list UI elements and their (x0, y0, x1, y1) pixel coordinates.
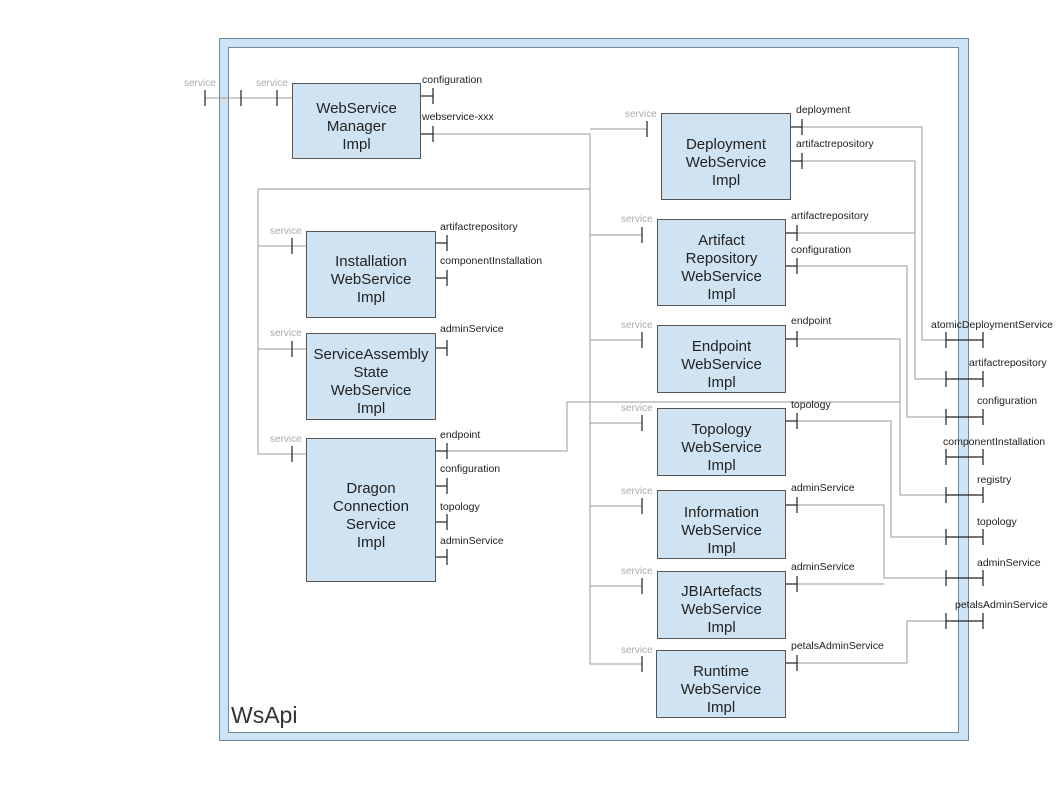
external-reference-label: configuration (977, 395, 1037, 407)
component-dragon-connection-label-line: Dragon (346, 480, 395, 497)
reference-label-dragon-connection: configuration (440, 463, 500, 475)
component-topology (657, 408, 786, 476)
component-information-label-line: Information (684, 504, 759, 521)
component-service-assembly-state-label-line: Impl (357, 400, 385, 417)
service-label: service (621, 320, 653, 331)
component-installation-label-line: WebService (331, 271, 412, 288)
service-label: service (621, 645, 653, 656)
component-artifact-repository-label-line: WebService (681, 268, 762, 285)
reference-label-webservice-manager: configuration (422, 74, 482, 86)
component-deployment-label-line: Deployment (686, 136, 767, 153)
external-reference-label: atomicDeploymentService (931, 319, 1053, 331)
wire-line (790, 126, 946, 341)
component-topology-label-line: Impl (707, 457, 735, 474)
component-artifact-repository-label-line: Artifact (698, 232, 746, 249)
component-installation (306, 231, 436, 318)
component-webservice-manager-label-line: Impl (342, 136, 370, 153)
composite-name: WsApi (231, 702, 297, 728)
reference-label-deployment: deployment (796, 104, 850, 116)
component-deployment (661, 113, 791, 200)
component-information-label-line: WebService (681, 522, 762, 539)
reference-label-deployment: artifactrepository (796, 138, 874, 150)
component-topology-label-line: Topology (691, 421, 752, 438)
component-endpoint-label-line: Impl (707, 374, 735, 391)
component-jbi-artefacts-label-line: Impl (707, 619, 735, 636)
component-webservice-manager (292, 83, 421, 159)
component-dragon-connection-label-line: Service (346, 516, 396, 533)
component-endpoint-label-line: WebService (681, 356, 762, 373)
reference-label-installation: artifactrepository (440, 221, 518, 233)
service-label: service (625, 109, 657, 120)
component-service-assembly-state-label-line: State (353, 364, 388, 381)
component-dragon-connection (306, 438, 436, 582)
component-webservice-manager-label-line: WebService (316, 100, 397, 117)
reference-label-dragon-connection: topology (440, 501, 480, 513)
component-artifact-repository (657, 219, 786, 306)
reference-label-artifact-repository: artifactrepository (791, 210, 869, 222)
external-service-label: service (184, 78, 216, 89)
external-reference-label: petalsAdminService (955, 599, 1048, 611)
component-topology-label-line: WebService (681, 439, 762, 456)
reference-label-service-assembly-state: adminService (440, 323, 504, 335)
component-deployment-label-line: Impl (712, 172, 740, 189)
wire-line (435, 401, 900, 452)
wire-line (785, 338, 946, 496)
reference-label-dragon-connection: endpoint (440, 429, 480, 441)
wire-line (785, 620, 946, 664)
component-runtime (656, 650, 786, 718)
component-dragon-connection-label-line: Impl (357, 534, 385, 551)
component-information (657, 490, 786, 559)
service-label: service (621, 403, 653, 414)
service-label: service (270, 328, 302, 339)
reference-label-runtime: petalsAdminService (791, 640, 884, 652)
reference-label-topology: topology (791, 399, 831, 411)
component-installation-label-line: Installation (335, 253, 407, 270)
service-label: service (621, 486, 653, 497)
component-information-label-line: Impl (707, 540, 735, 557)
service-label: service (270, 434, 302, 445)
component-runtime-label-line: WebService (681, 681, 762, 698)
service-label: service (270, 226, 302, 237)
component-endpoint (657, 325, 786, 393)
wire-line (785, 265, 946, 418)
component-runtime-label-line: Impl (707, 699, 735, 716)
component-dragon-connection-label-line: Connection (333, 498, 409, 515)
reference-label-webservice-manager: webservice-xxx (421, 111, 495, 123)
component-artifact-repository-label-line: Impl (707, 286, 735, 303)
external-reference-label: registry (977, 474, 1012, 486)
component-jbi-artefacts-label-line: WebService (681, 601, 762, 618)
service-label: service (621, 566, 653, 577)
component-jbi-artefacts (657, 571, 786, 639)
wire-line (257, 188, 590, 455)
external-reference-label: componentInstallation (943, 436, 1045, 448)
component-webservice-manager-label-line: Manager (327, 118, 386, 135)
wire-line (785, 504, 946, 579)
external-reference-label: topology (977, 516, 1017, 528)
component-artifact-repository-label-line: Repository (686, 250, 758, 267)
component-service-assembly-state-label-line: ServiceAssembly (313, 346, 429, 363)
component-service-assembly-state-label-line: WebService (331, 382, 412, 399)
reference-label-dragon-connection: adminService (440, 535, 504, 547)
wire-line (790, 160, 946, 380)
wire-line (420, 133, 642, 665)
reference-label-artifact-repository: configuration (791, 244, 851, 256)
reference-label-endpoint: endpoint (791, 315, 831, 327)
reference-label-jbi-artefacts: adminService (791, 561, 855, 573)
component-jbi-artefacts-label-line: JBIArtefacts (681, 583, 762, 600)
component-endpoint-label-line: Endpoint (692, 338, 752, 355)
service-label: service (256, 78, 288, 89)
external-reference-label: adminService (977, 557, 1041, 569)
wire-line (785, 420, 946, 538)
component-runtime-label-line: Runtime (693, 663, 749, 680)
external-reference-label: artifactrepository (969, 357, 1047, 369)
component-installation-label-line: Impl (357, 289, 385, 306)
component-service-assembly-state (306, 333, 436, 420)
service-label: service (621, 214, 653, 225)
component-deployment-label-line: WebService (686, 154, 767, 171)
reference-label-installation: componentInstallation (440, 255, 542, 267)
reference-label-information: adminService (791, 482, 855, 494)
